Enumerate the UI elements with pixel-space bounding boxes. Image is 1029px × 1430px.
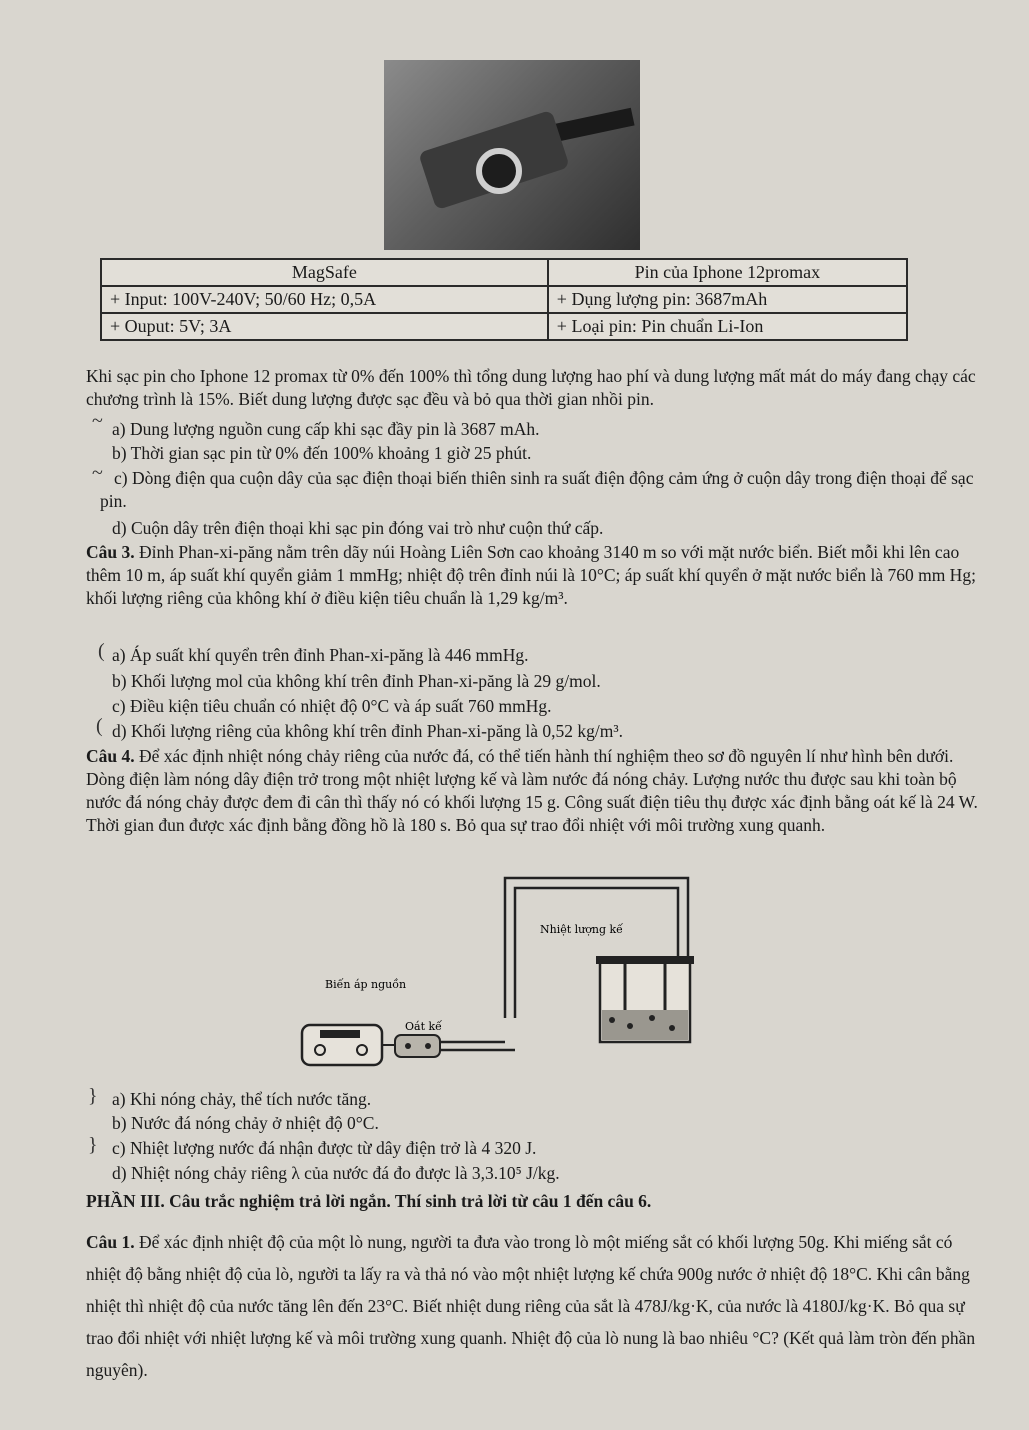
q4-block: Câu 4. Để xác định nhiệt nóng chảy riêng…	[86, 745, 991, 837]
q2-item-d: d) Cuộn dây trên điện thoại khi sạc pin …	[112, 518, 604, 538]
q3-item-c: c) Điều kiện tiêu chuẩn có nhiệt độ 0°C …	[112, 696, 552, 716]
handwritten-mark: }	[88, 1085, 98, 1107]
handwritten-mark: (	[96, 715, 103, 737]
q4-label: Câu 4.	[86, 746, 135, 766]
spec-cell: + Loại pin: Pin chuẩn Li-Ion	[546, 312, 909, 341]
calorimeter-label: Nhiệt lượng kế	[540, 923, 623, 936]
q3-intro: Đỉnh Phan-xi-păng nằm trên dãy núi Hoàng…	[86, 542, 976, 608]
q3-block: Câu 3. Đỉnh Phan-xi-păng nằm trên dãy nú…	[86, 541, 991, 610]
q4-item-d: d) Nhiệt nóng chảy riêng λ của nước đá đ…	[112, 1163, 560, 1183]
spec-table-header: MagSafe Pin của Iphone 12promax	[100, 258, 909, 287]
spec-cell: + Dụng lượng pin: 3687mAh	[546, 285, 909, 314]
spec-cell: + Ouput: 5V; 3A	[100, 312, 549, 341]
spec-header-magsafe: MagSafe	[100, 258, 549, 287]
q4-intro: Để xác định nhiệt nóng chảy riêng của nư…	[86, 746, 978, 835]
handwritten-mark: (	[98, 640, 105, 662]
magsafe-photo	[384, 60, 640, 250]
q4-item-c: c) Nhiệt lượng nước đá nhận được từ dây …	[112, 1138, 537, 1158]
handwritten-mark: ~	[92, 410, 103, 432]
q3-item-d: d) Khối lượng riêng của không khí trên đ…	[112, 721, 623, 741]
q2-item-a: a) Dung lượng nguồn cung cấp khi sạc đầy…	[112, 419, 540, 439]
power-source	[300, 1023, 384, 1067]
spec-cell: + Input: 100V-240V; 50/60 Hz; 0,5A	[100, 285, 549, 314]
handwritten-mark: ~	[92, 462, 103, 484]
p3-q1-text: Để xác định nhiệt độ của một lò nung, ng…	[86, 1232, 976, 1380]
q3-label: Câu 3.	[86, 542, 135, 562]
charger-shape	[476, 148, 522, 194]
table-row: + Input: 100V-240V; 50/60 Hz; 0,5A + Dụn…	[100, 285, 909, 314]
p3-q1-block: Câu 1. Để xác định nhiệt độ của một lò n…	[86, 1226, 991, 1386]
part3-heading: PHẦN III. Câu trắc nghiệm trả lời ngắn. …	[86, 1191, 652, 1211]
experiment-diagram: Nhiệt lượng kế Biến áp nguồn Oát kế	[300, 876, 694, 1067]
q4-item-a: a) Khi nóng chảy, thể tích nước tăng.	[112, 1089, 372, 1109]
wattmeter-label: Oát kế	[405, 1020, 442, 1033]
spec-table: MagSafe Pin của Iphone 12promax + Input:…	[100, 258, 909, 341]
wire-loop	[440, 876, 690, 1052]
source-label: Biến áp nguồn	[325, 978, 406, 991]
q3-item-a: a) Áp suất khí quyển trên đỉnh Phan-xi-p…	[112, 645, 529, 665]
q2-item-c: c) Dòng điện qua cuộn dây của sạc điện t…	[100, 468, 974, 511]
q2-item-b: b) Thời gian sạc pin từ 0% đến 100% khoả…	[112, 443, 532, 463]
calorimeter	[596, 956, 694, 1044]
handwritten-mark: }	[88, 1134, 98, 1156]
q4-item-b: b) Nước đá nóng chảy ở nhiệt độ 0°C.	[112, 1113, 379, 1133]
wattmeter	[394, 1034, 441, 1058]
q3-item-b: b) Khối lượng mol của không khí trên đỉn…	[112, 671, 601, 691]
p3-q1-label: Câu 1.	[86, 1232, 135, 1252]
q2-intro: Khi sạc pin cho Iphone 12 promax từ 0% đ…	[86, 366, 976, 409]
table-row: + Ouput: 5V; 3A + Loại pin: Pin chuẩn Li…	[100, 312, 909, 341]
spec-header-battery: Pin của Iphone 12promax	[546, 258, 909, 287]
